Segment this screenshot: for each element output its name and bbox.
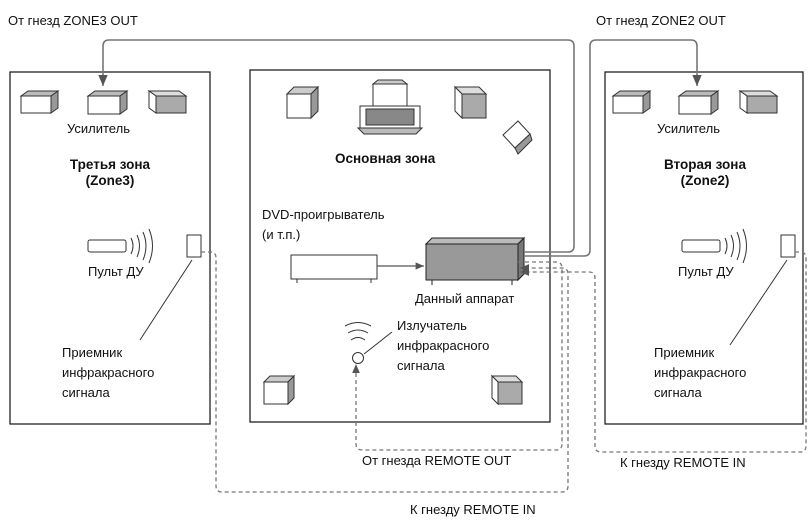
zone3-speaker-left [19,90,60,114]
main-rear-left-speaker [262,374,296,406]
zone2-title-line1: Вторая зона [664,157,746,172]
label-ir-emitter-3: сигнала [397,358,445,373]
label-ir-receiver2-1: Приемник [654,345,715,360]
label-ir-receiver3-1: Приемник [62,345,123,360]
label-ir-receiver2-3: сигнала [654,385,702,400]
label-amplifier-zone3: Усилитель [67,121,130,136]
label-from-zone2-out: От гнезд ZONE2 OUT [596,13,726,28]
main-front-left-speaker [285,85,320,120]
zone3-room [9,71,211,425]
main-zone-room [249,69,551,423]
label-ir-receiver3-3: сигнала [62,385,110,400]
label-from-zone3-out: От гнезд ZONE3 OUT [8,13,138,28]
main-front-right-speaker [453,85,488,120]
zone2-ir-receiver [780,234,796,258]
zone3-amplifier [86,90,129,115]
ir-emitter-pointer [363,331,393,355]
label-this-unit: Данный аппарат [415,291,515,306]
label-from-remote-out: От гнезда REMOTE OUT [362,453,512,468]
zone3-receiver-pointer [139,259,193,341]
zone2-amplifier [677,90,720,115]
zone3-title: Третья зона (Zone3) [45,157,175,189]
label-to-remote-in-right: К гнезду REMOTE IN [620,455,746,470]
zone2-title-line2: (Zone2) [680,173,730,188]
zone3-remote-control [87,228,153,264]
label-to-remote-in-bottom: К гнезду REMOTE IN [410,502,536,517]
main-rear-right-speaker [490,374,524,406]
zone3-title-line1: Третья зона [69,157,151,172]
label-dvd-line2: (и т.п.) [262,227,301,242]
main-side-speaker [502,120,533,155]
zone3-remote-in-cable [201,251,569,493]
main-zone-title: Основная зона [335,151,436,166]
label-remote-zone3: Пульт ДУ [88,264,144,279]
zone2-speaker-left [611,90,652,114]
zone2-receiver-pointer [729,259,788,346]
ir-emitter [344,322,372,364]
zone2-room [604,71,804,425]
zone3-speaker-right [147,90,188,114]
zone3-title-line2: (Zone3) [85,173,135,188]
dvd-player [290,254,378,283]
main-center-speaker-tv [356,79,424,135]
label-ir-emitter-2: инфракрасного [397,338,490,353]
zone2-remote-control [681,228,747,264]
zone3-ir-receiver [186,234,202,258]
this-unit-receiver [424,236,526,285]
zone2-remote-in-cable [520,251,807,453]
label-ir-receiver2-2: инфракрасного [654,365,747,380]
label-remote-zone2: Пульт ДУ [678,264,734,279]
zone2-out-cable [524,39,702,257]
label-ir-emitter-1: Излучатель [397,318,467,333]
zone2-speaker-right [738,90,779,114]
zone2-title: Вторая зона (Zone2) [635,157,775,189]
label-ir-receiver3-2: инфракрасного [62,365,155,380]
zone3-out-cable [98,39,575,253]
label-dvd-line1: DVD-проигрыватель [262,207,385,222]
remote-out-to-emitter-cable [352,261,563,451]
label-amplifier-zone2: Усилитель [657,121,720,136]
